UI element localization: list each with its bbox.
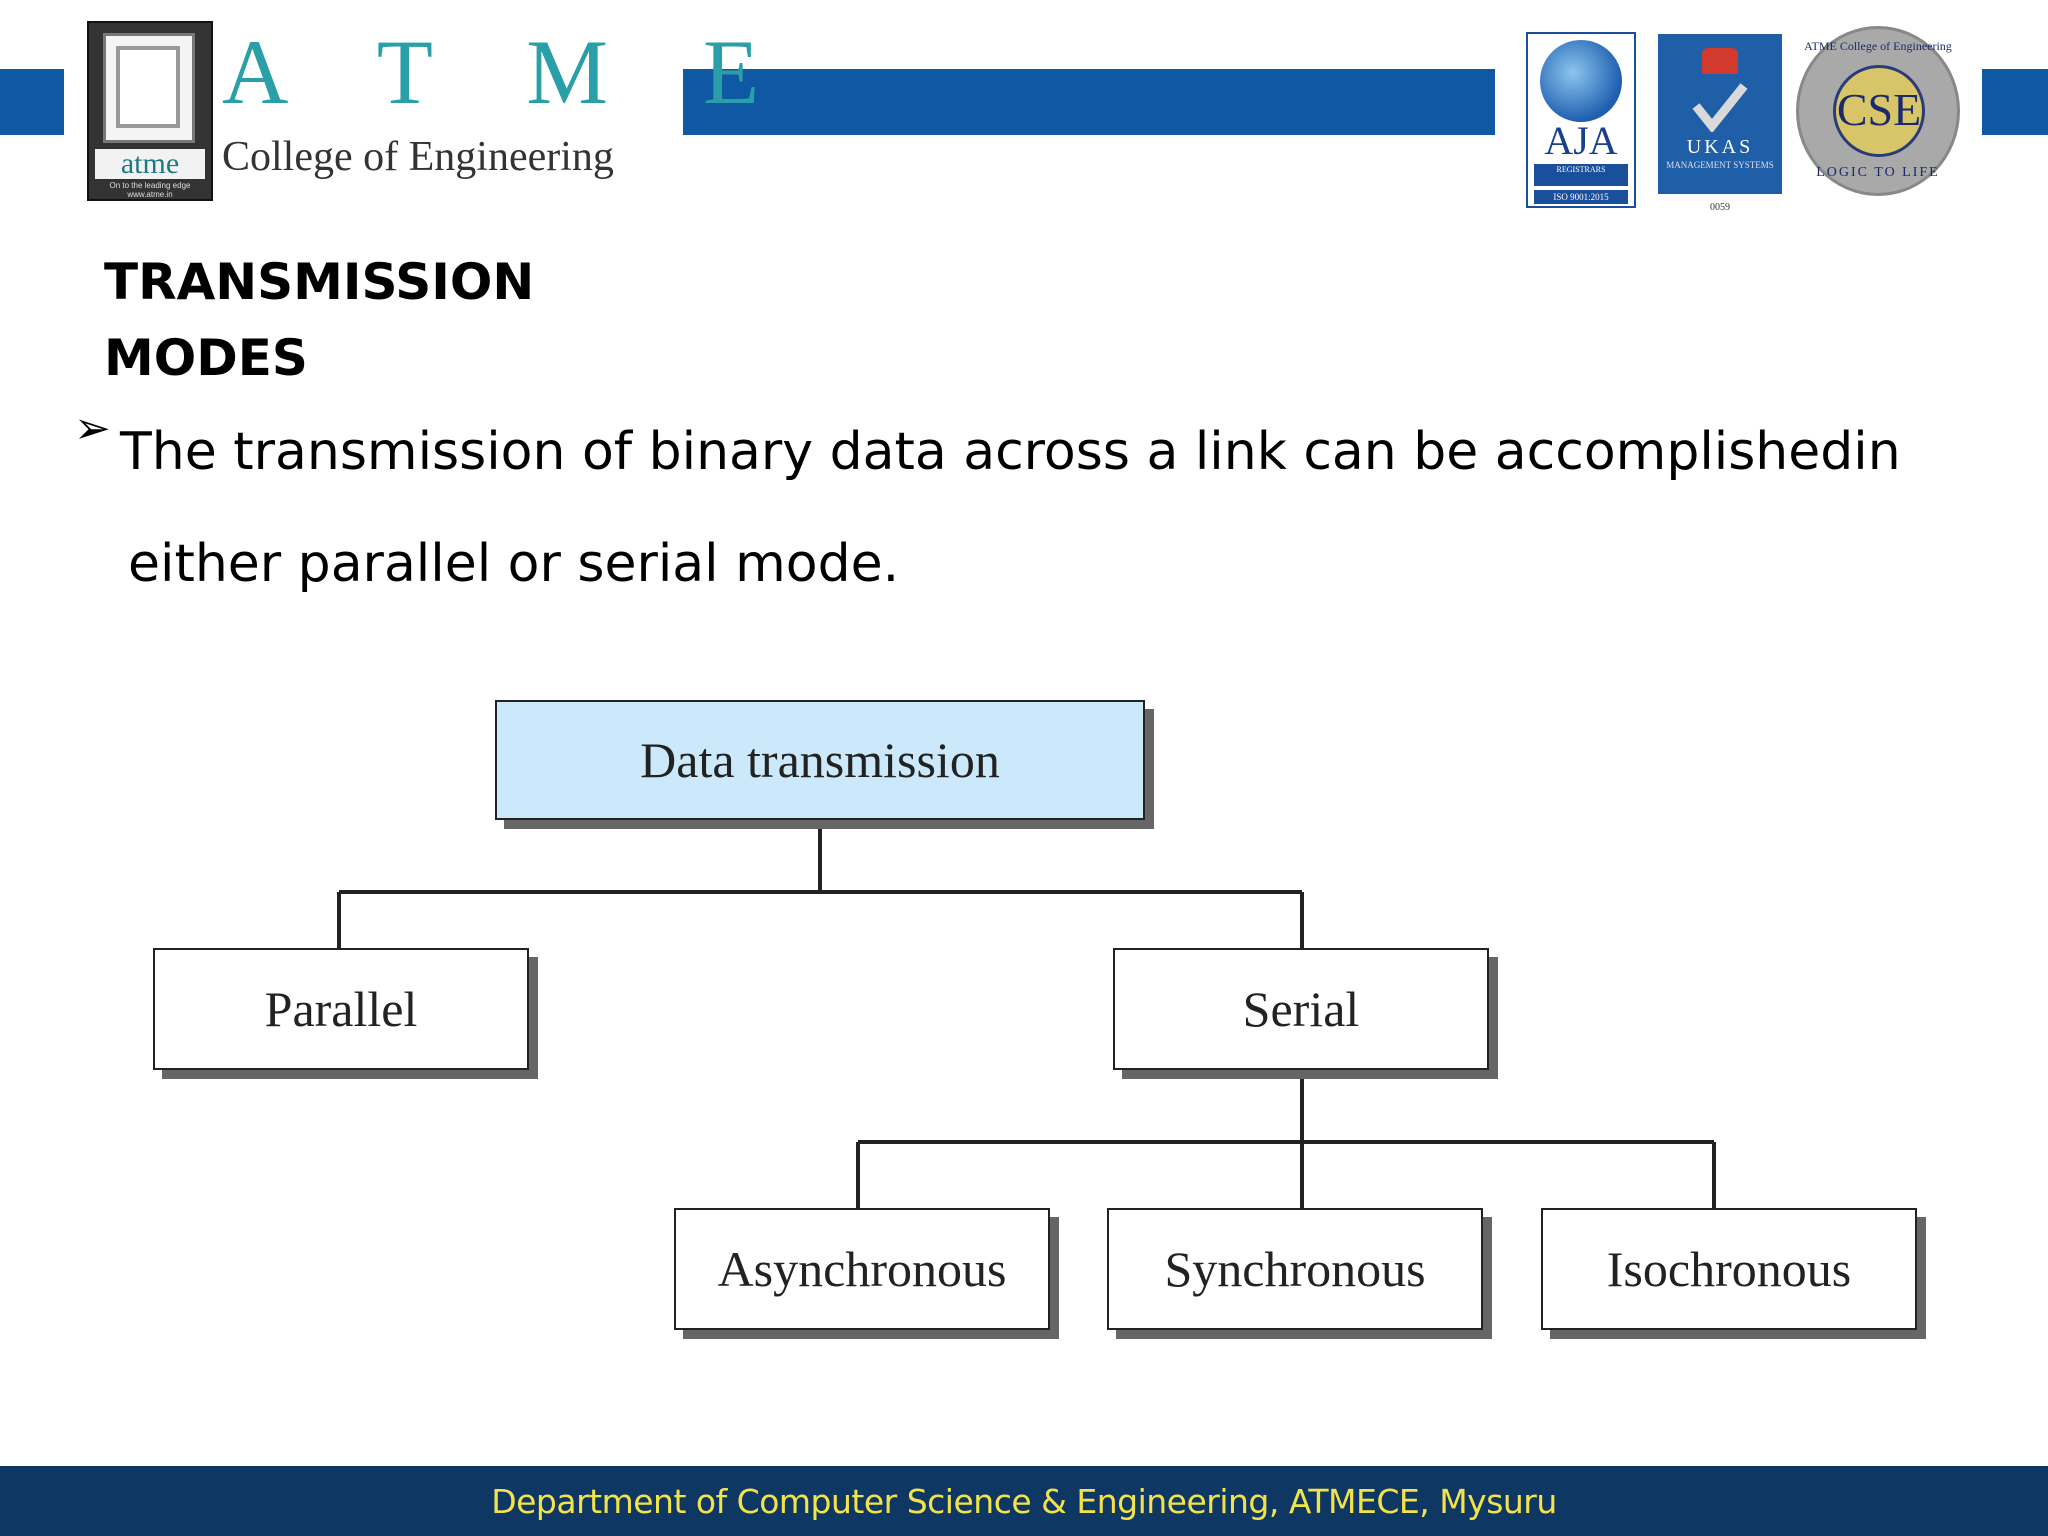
header-bar-middle — [683, 69, 1495, 135]
slide-title: TRANSMISSION MODES — [104, 244, 564, 396]
cse-seal-center: CSE — [1833, 65, 1925, 157]
bullet-line1: The transmission of binary data across a… — [120, 422, 1901, 482]
header-bar-right — [1982, 69, 2048, 135]
atme-logo-tagline: On to the leading edge www.atme.in — [109, 181, 191, 199]
header-bar-left — [0, 69, 64, 135]
aja-certification-logo: AJA REGISTRARS ISO 9001:2015 — [1526, 32, 1636, 208]
aja-label: AJA — [1544, 118, 1618, 163]
bullet-text: The transmission of binary data across a… — [120, 396, 1920, 620]
slide-title-line1: TRANSMISSION — [104, 253, 535, 311]
node-asynchronous: Asynchronous — [674, 1208, 1050, 1330]
atme-logo-square — [116, 46, 180, 128]
cse-ring-top-text: ATME College of Engineering — [1804, 39, 1952, 53]
ukas-sub-label: MANAGEMENT SYSTEMS — [1666, 160, 1774, 170]
ukas-label: UKAS — [1686, 136, 1754, 158]
atme-logo-mark: atme — [95, 149, 205, 179]
atme-logo-letters: A T M E — [222, 21, 796, 123]
atme-logo-frame — [103, 33, 195, 143]
bullet-line2: either parallel or serial mode. — [128, 534, 900, 594]
crown-icon — [1702, 48, 1738, 74]
checkmark-icon — [1692, 83, 1748, 132]
atme-logo-icon: atme On to the leading edge www.atme.in — [87, 21, 213, 201]
college-name: College of Engineering — [222, 134, 614, 180]
node-data-transmission: Data transmission — [495, 700, 1145, 820]
cse-seal-logo: ATME College of Engineering CSE LOGIC TO… — [1796, 26, 1960, 196]
footer-text: Department of Computer Science & Enginee… — [491, 1481, 1557, 1521]
globe-icon — [1540, 40, 1622, 122]
node-isochronous: Isochronous — [1541, 1208, 1917, 1330]
slide-title-line2: MODES — [104, 329, 308, 387]
node-serial: Serial — [1113, 948, 1489, 1070]
node-parallel: Parallel — [153, 948, 529, 1070]
aja-iso-text: ISO 9001:2015 — [1534, 190, 1628, 204]
bullet-arrow-icon: ➢ — [74, 403, 111, 454]
footer-bar: Department of Computer Science & Enginee… — [0, 1466, 2048, 1536]
ukas-number: 0059 — [1710, 202, 1730, 213]
node-synchronous: Synchronous — [1107, 1208, 1483, 1330]
ukas-certification-logo: UKAS MANAGEMENT SYSTEMS — [1658, 34, 1782, 194]
cse-ring-bottom-text: LOGIC TO LIFE — [1816, 165, 1940, 180]
aja-band-text: REGISTRARS — [1534, 164, 1628, 186]
